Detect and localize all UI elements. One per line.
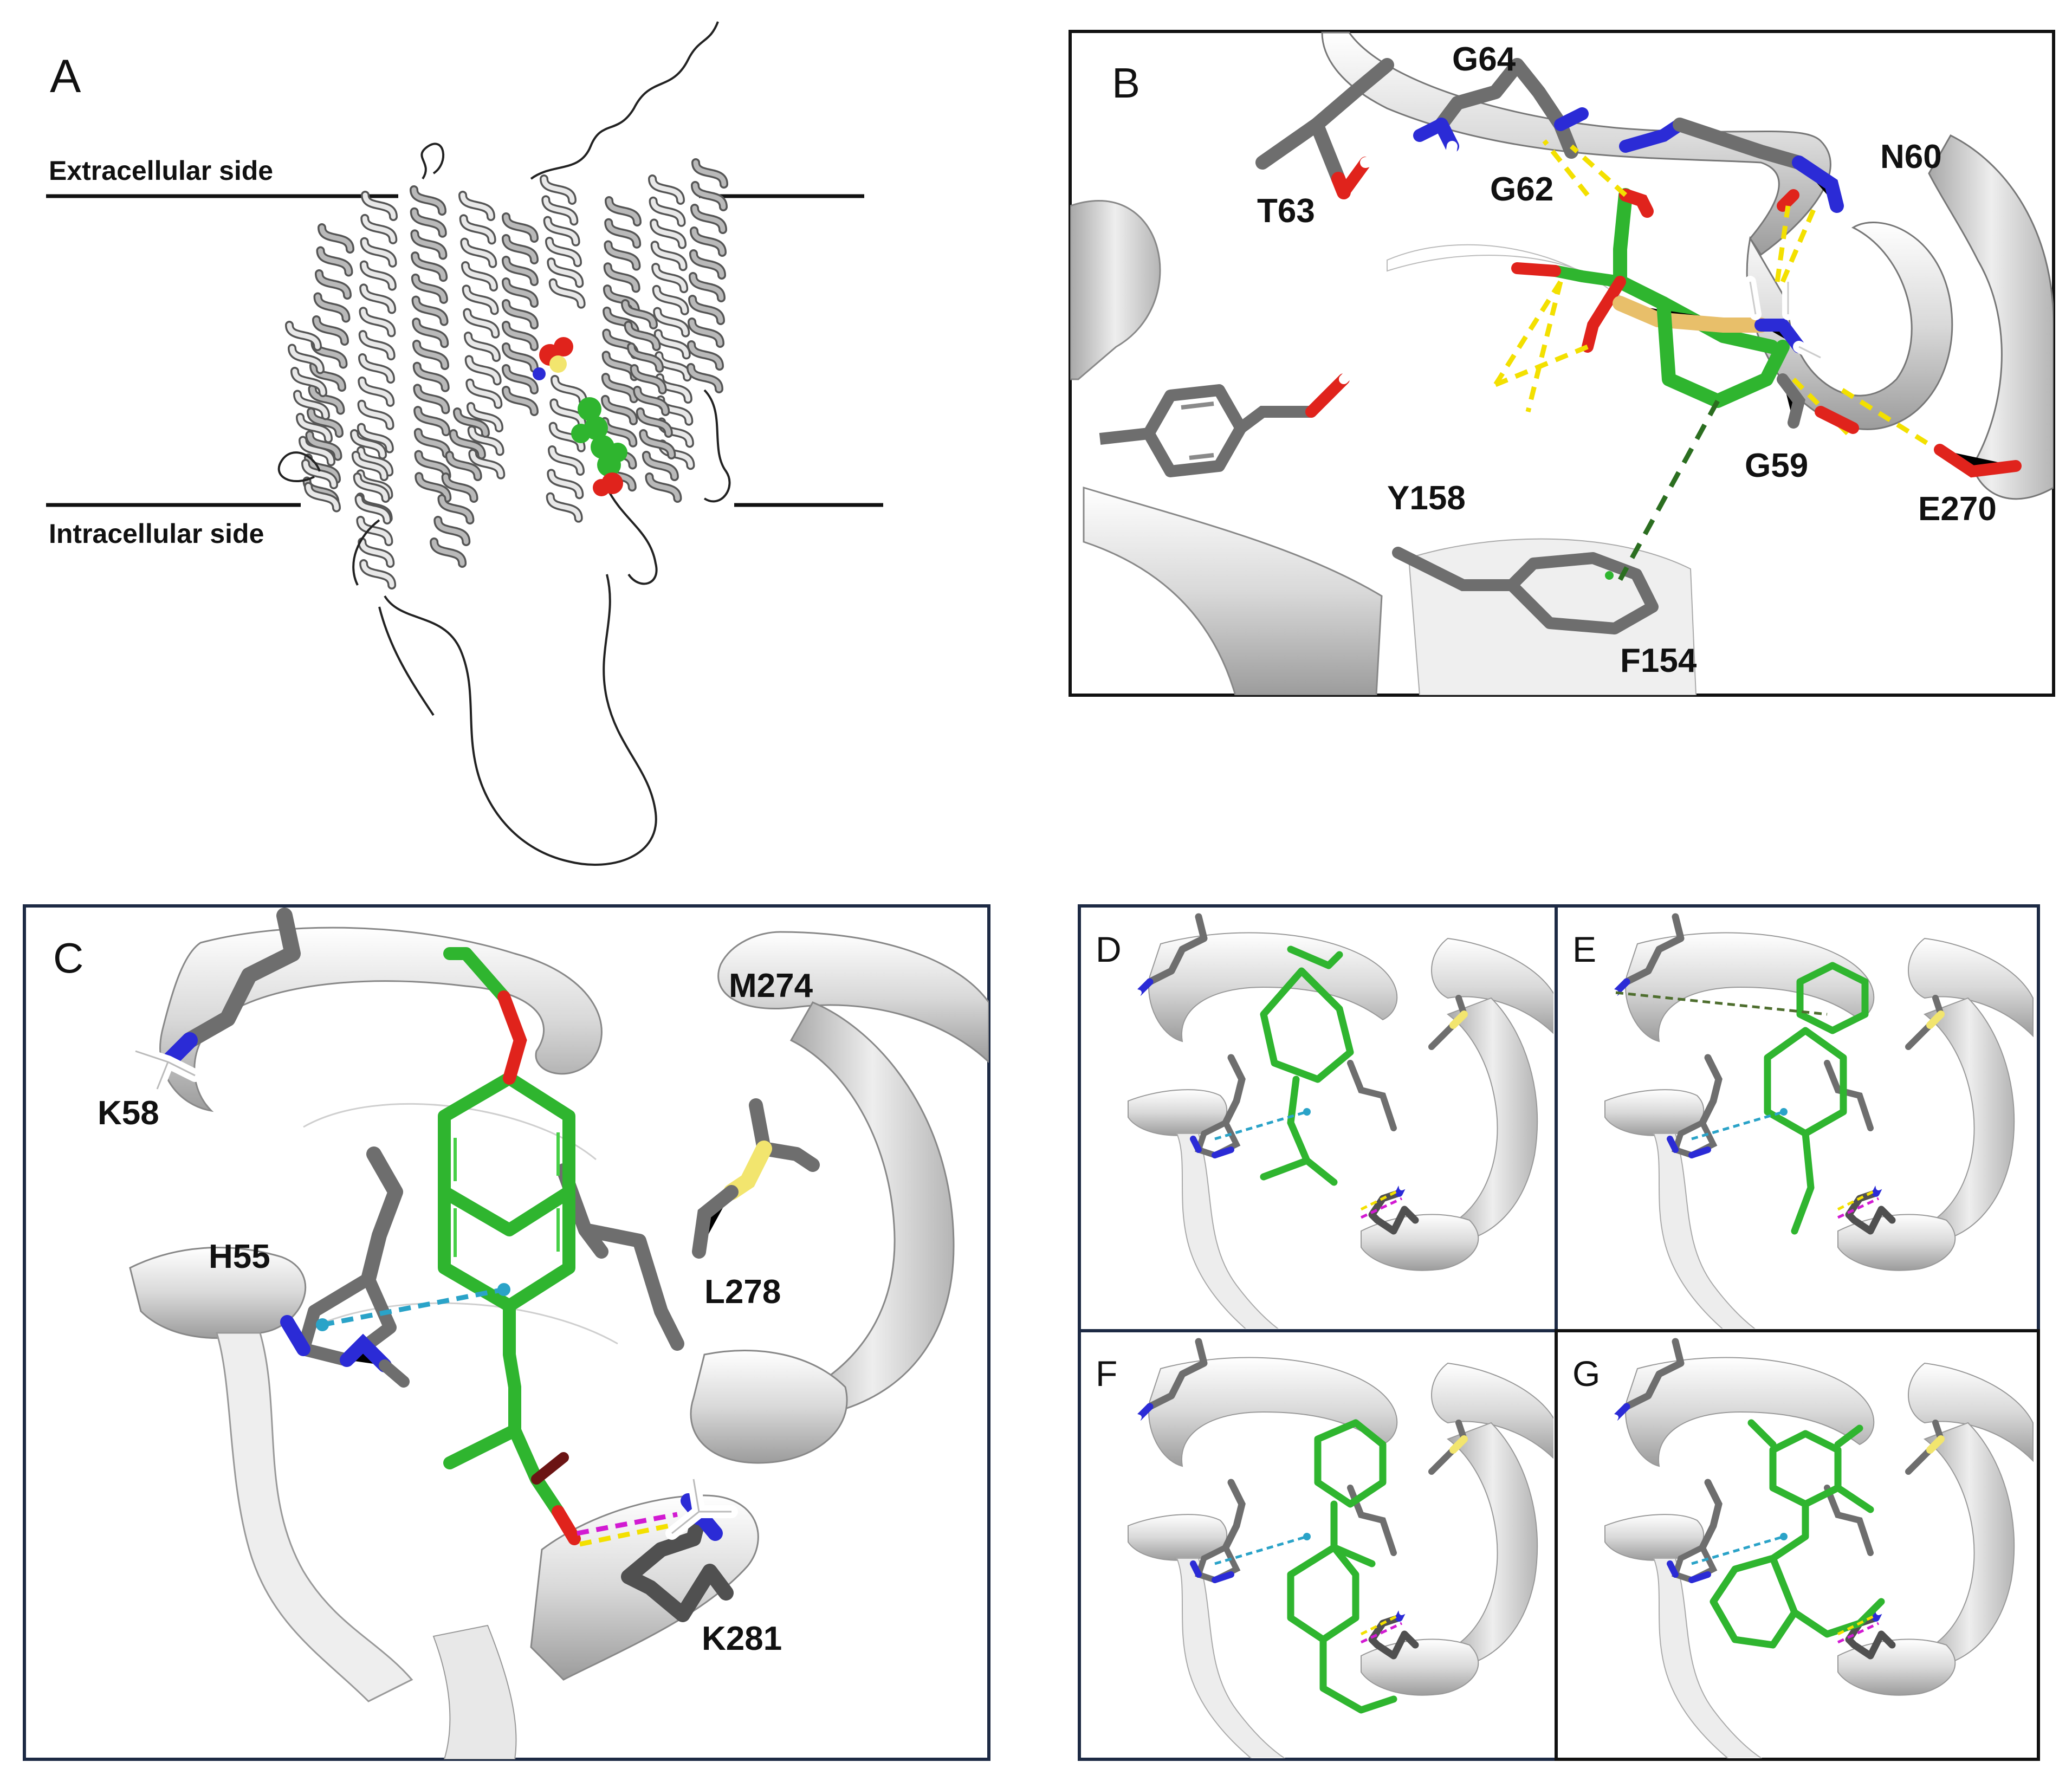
panel-g-scene (1597, 1338, 2034, 1758)
panel-d-letter: D (1096, 929, 1122, 969)
panel-e-scene (1597, 913, 2034, 1329)
residue-label-f154: F154 (1620, 642, 1697, 679)
panel-dg-frame (1078, 904, 2040, 1761)
loop-4 (606, 487, 658, 585)
panel-f-scene (1120, 1338, 1553, 1758)
ligand-spheres-upper (533, 337, 573, 380)
panel-b-letter: B (1112, 59, 1140, 107)
n-terminal-loop (530, 21, 719, 180)
residue-label-g59: G59 (1745, 447, 1808, 484)
residue-label-k281: K281 (702, 1620, 782, 1657)
panel-a-letter: A (50, 50, 81, 102)
residue-label-k58: K58 (98, 1094, 159, 1132)
helix-14 (350, 429, 397, 589)
helix-11 (621, 299, 682, 503)
residue-label-n60: N60 (1880, 138, 1942, 176)
transmembrane-helices (277, 142, 731, 589)
panel-d-scene (1120, 913, 1553, 1329)
c-terminal-loop-2 (378, 606, 435, 716)
panel-e-ligand (1764, 962, 1869, 1235)
residue-label-y158: Y158 (1387, 480, 1466, 517)
helix-3 (410, 185, 452, 503)
helix-12 (546, 375, 587, 523)
loop-1 (420, 142, 445, 180)
ligand-spheres-lower (571, 397, 627, 496)
residue-label-l278: L278 (704, 1273, 781, 1311)
panel-e-letter: E (1572, 929, 1596, 969)
panel-f-ligand (1287, 1419, 1397, 1714)
panels-d-g: D E F G (1078, 904, 2040, 1761)
residue-label-t63: T63 (1257, 192, 1315, 230)
residue-label-e270: E270 (1918, 490, 1997, 528)
residue-label-h55: H55 (209, 1238, 270, 1275)
panel-g-letter: G (1572, 1353, 1600, 1394)
helix-4 (458, 191, 506, 480)
helix-2 (355, 191, 398, 523)
helix-13 (430, 407, 490, 568)
residue-label-g62: G62 (1490, 171, 1553, 208)
panel-a: A Extracellular side Intracellular side (46, 21, 883, 866)
residue-label-m274: M274 (729, 967, 813, 1005)
loop-5 (352, 519, 380, 586)
helix-9 (687, 158, 728, 393)
residue-label-g64: G64 (1452, 41, 1516, 78)
panel-g-ligand (1710, 1419, 1885, 1649)
helix-1 (302, 223, 354, 507)
loop-2 (277, 451, 321, 482)
intracellular-label: Intracellular side (49, 519, 264, 549)
c-terminal-loop (384, 574, 657, 866)
extracellular-label: Extracellular side (49, 156, 273, 186)
panel-c-letter: C (53, 934, 83, 982)
helix-10 (285, 321, 341, 513)
helix-5 (502, 212, 539, 416)
loop-3 (703, 389, 731, 503)
helix-6 (540, 174, 586, 309)
panel-f-letter: F (1096, 1353, 1117, 1394)
panel-d-ligand (1260, 945, 1354, 1186)
